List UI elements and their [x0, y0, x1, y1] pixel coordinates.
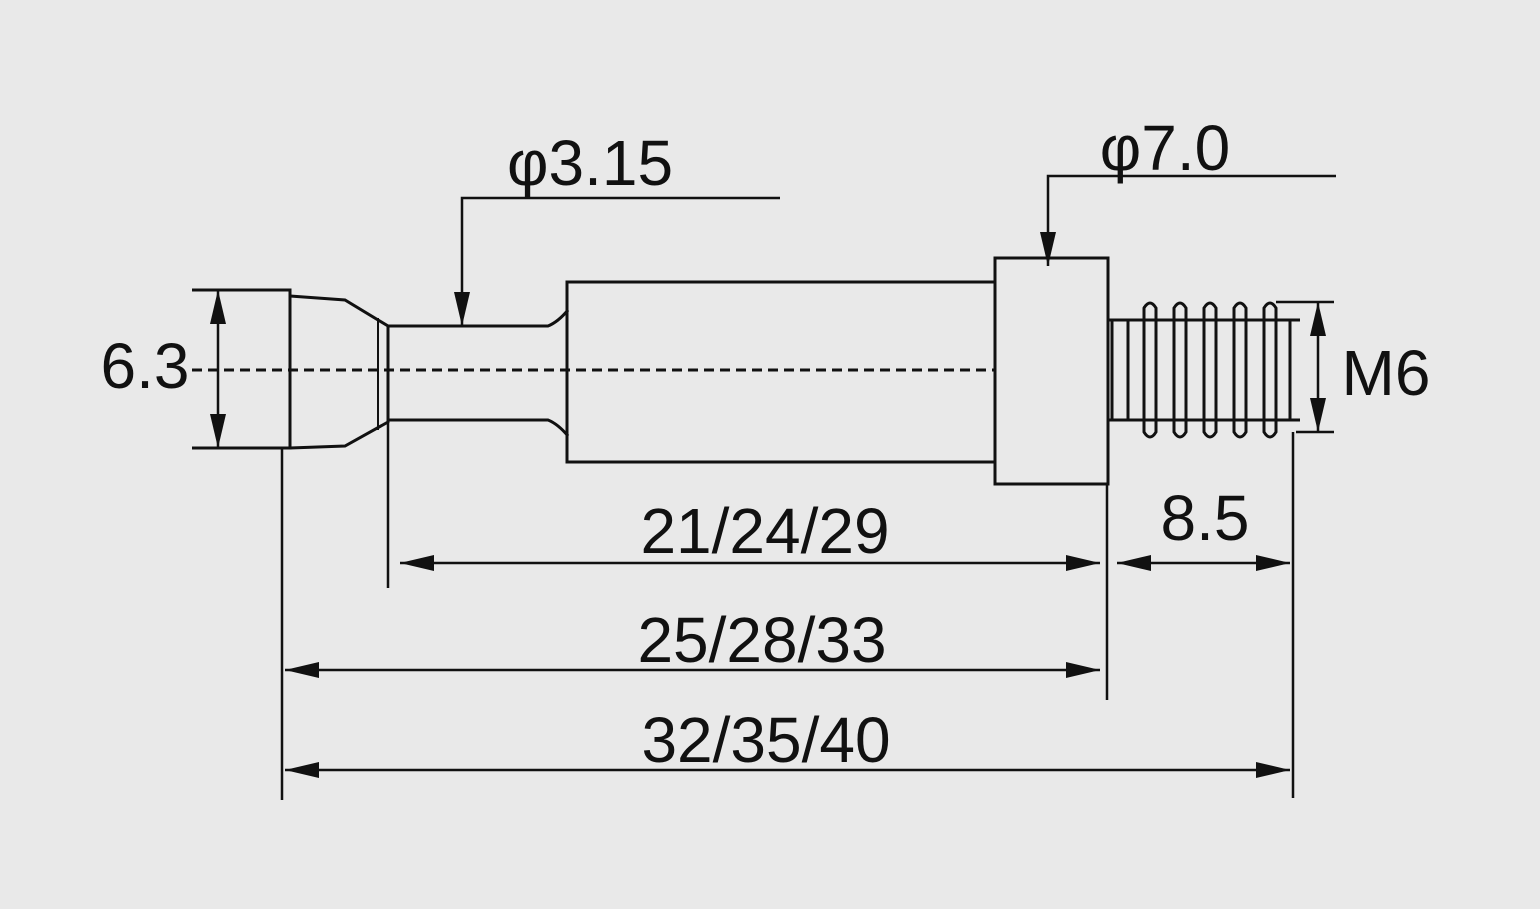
thread-ridges [1126, 301, 1292, 439]
thread-length-label: 8.5 [1161, 482, 1250, 554]
overall-length-label: 32/35/40 [641, 704, 890, 776]
head-taper [289, 294, 390, 450]
main-shaft [565, 280, 997, 464]
neck-to-collar-length-label: 21/24/29 [640, 495, 889, 567]
neck-diameter-label: φ3.15 [507, 127, 673, 199]
collar-diameter-leader [1040, 174, 1336, 266]
neck-diameter-leader [454, 196, 780, 326]
bolt-outline [192, 256, 1300, 486]
horizontal-dimensions [285, 555, 1290, 778]
neck [388, 309, 570, 437]
head-diameter-label: 6.3 [101, 330, 190, 402]
head-to-collar-length-label: 25/28/33 [637, 604, 886, 676]
collar-diameter-label: φ7.0 [1100, 112, 1230, 184]
collar [993, 256, 1110, 486]
thread-spec-label: M6 [1342, 337, 1431, 409]
